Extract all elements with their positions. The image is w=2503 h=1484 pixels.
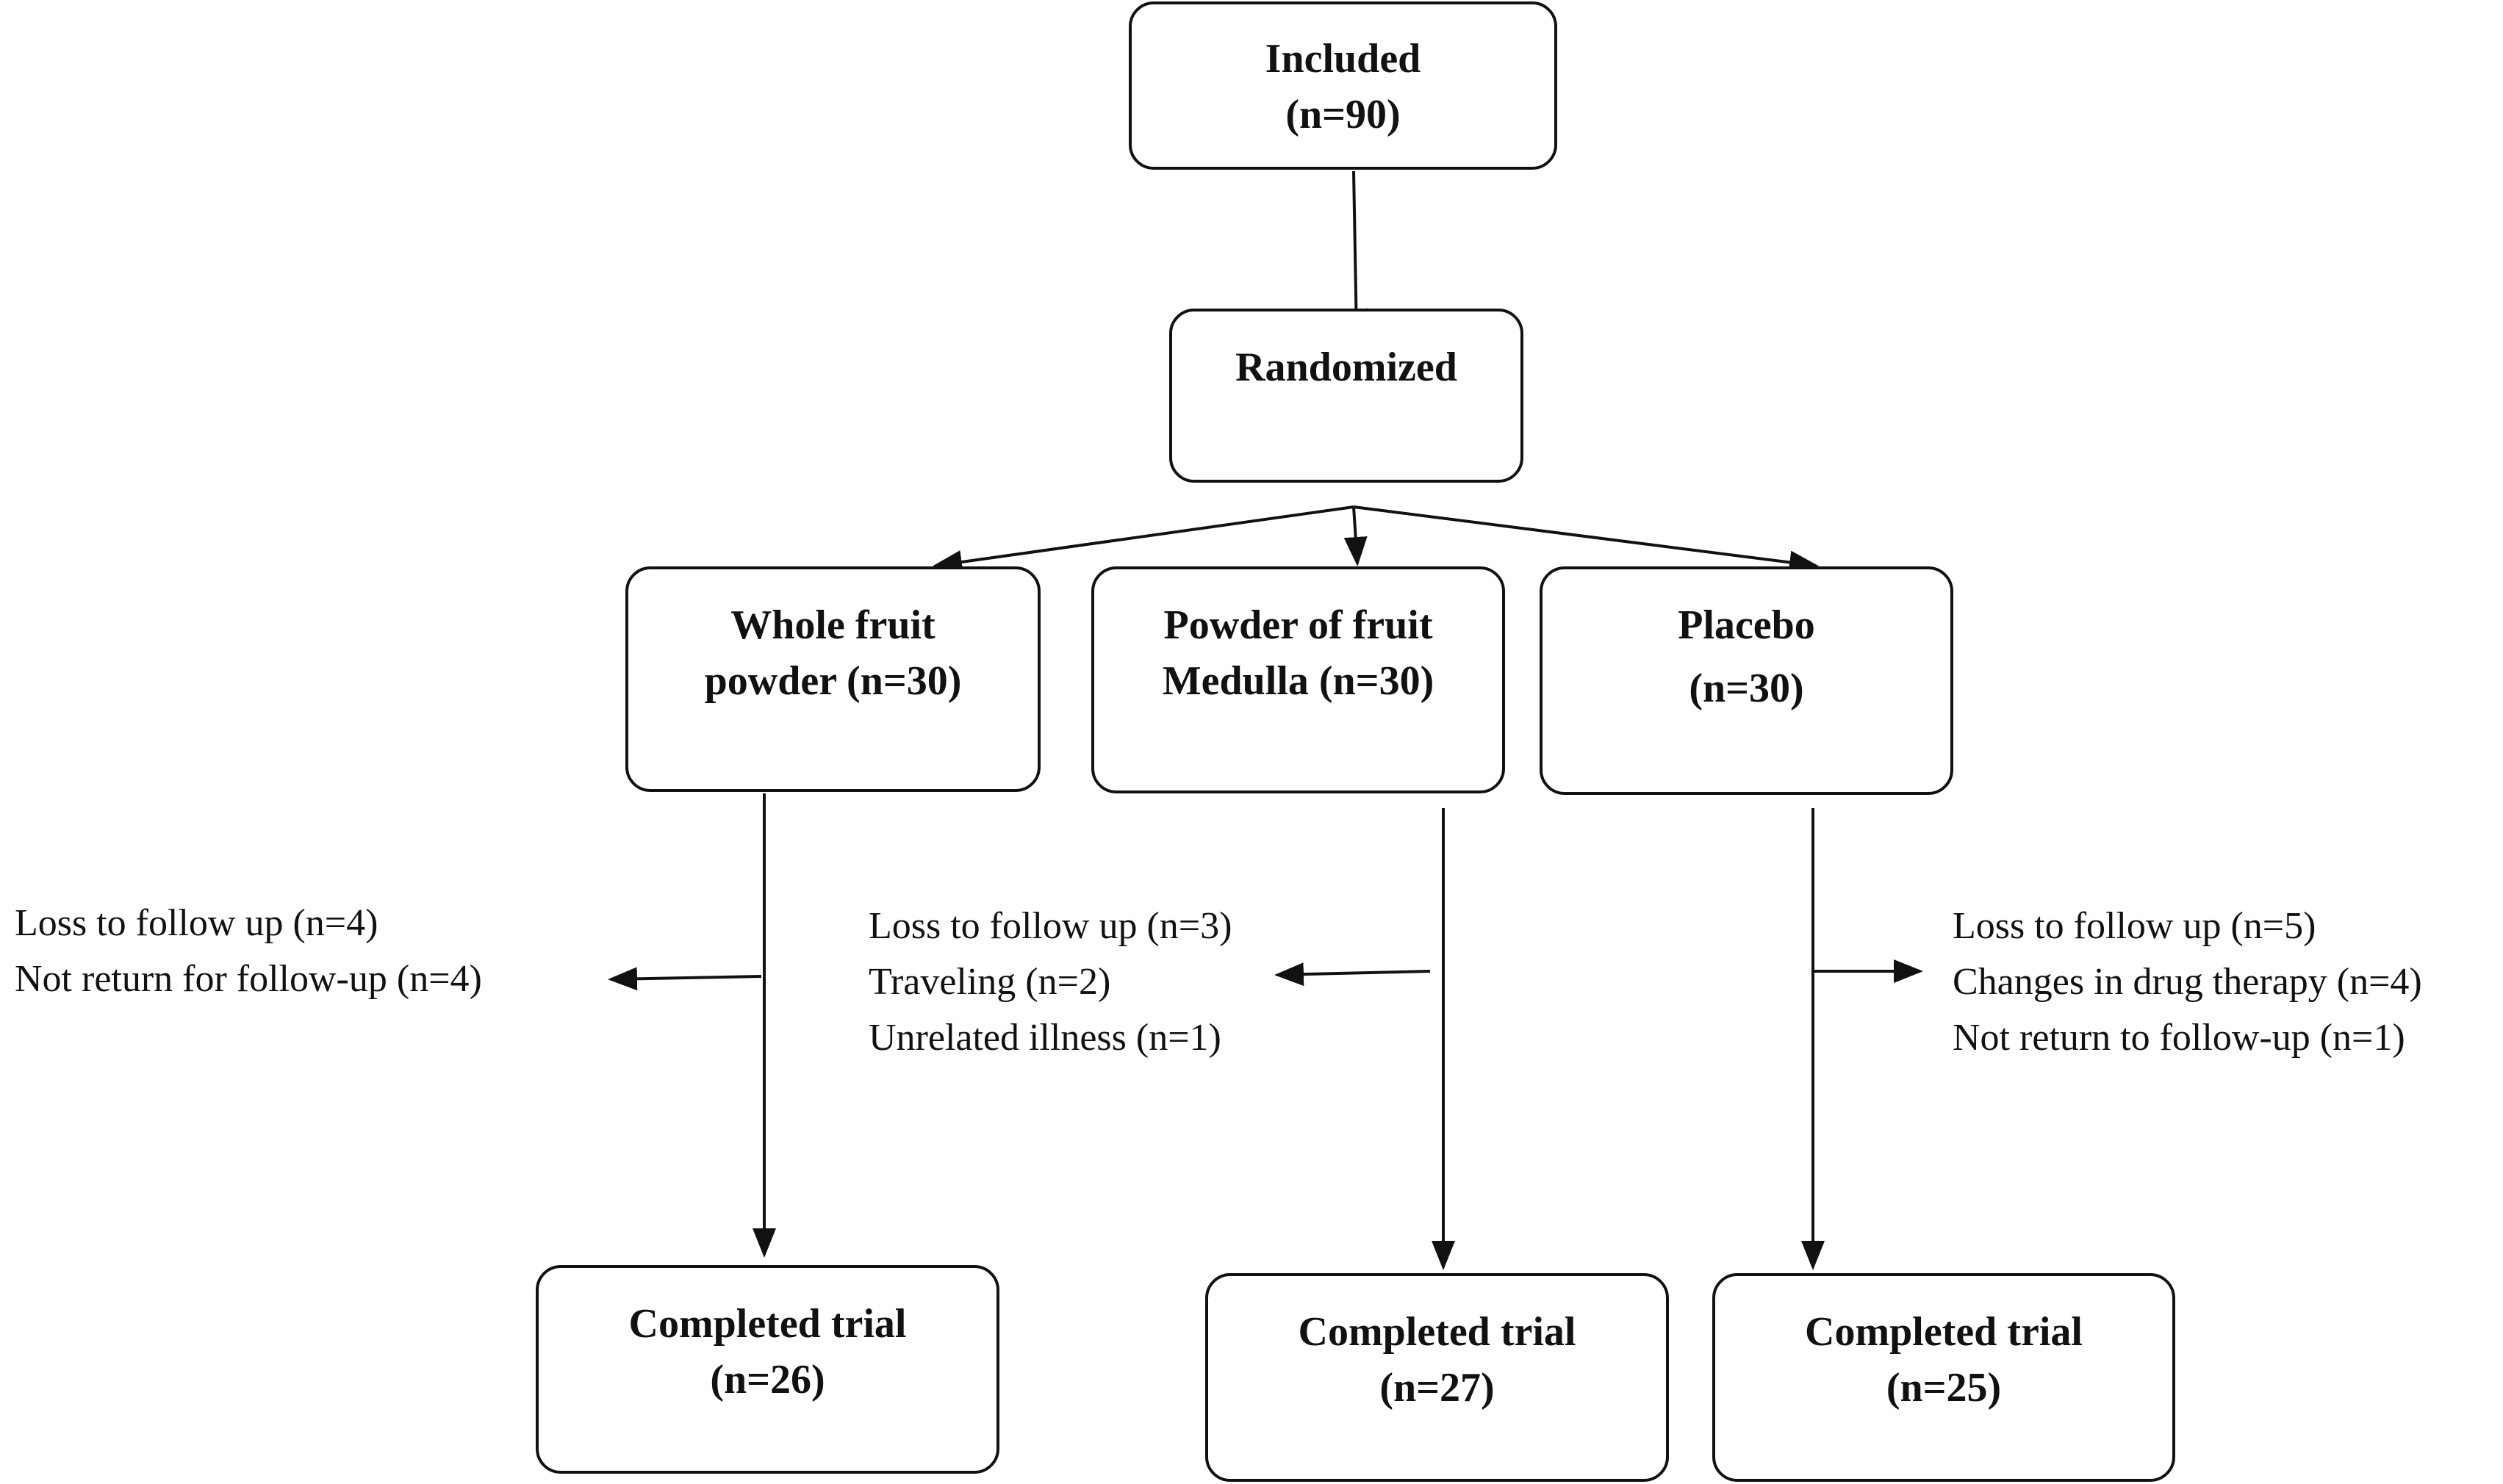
included-label: Included (1265, 36, 1421, 82)
medulla-label: Powder of fruit (1163, 602, 1433, 648)
medulla-powder-box: Powder of fruit Medulla (n=30) (1091, 566, 1505, 793)
placebo-dropout-reason: Loss to follow up (n=5) (1953, 905, 2316, 947)
randomized-label: Randomized (1235, 345, 1457, 390)
whole-fruit-dropout-reason: Not return for follow-up (n=4) (15, 958, 482, 1000)
completed-placebo-box: Completed trial (n=25) (1712, 1273, 2175, 1482)
completed-placebo-count: (n=25) (1886, 1365, 2002, 1411)
arrow-medulla-dropout (1274, 962, 1431, 987)
completed-placebo-label: Completed trial (1805, 1309, 2083, 1355)
completed-whole-fruit-box: Completed trial (n=26) (536, 1265, 999, 1474)
whole-fruit-powder-box: Whole fruit powder (n=30) (625, 566, 1041, 792)
placebo-dropout-reason: Changes in drug therapy (n=4) (1953, 961, 2422, 1003)
medulla-dropout-reason: Loss to follow up (n=3) (869, 905, 1232, 947)
completed-medulla-box: Completed trial (n=27) (1205, 1273, 1669, 1482)
placebo-box: Placebo (n=30) (1540, 566, 1953, 795)
completed-medulla-count: (n=27) (1379, 1365, 1495, 1411)
completed-medulla-label: Completed trial (1298, 1309, 1576, 1355)
medulla-count: Medulla (n=30) (1162, 658, 1434, 704)
arrow-whole-fruit-dropout (608, 967, 762, 991)
medulla-dropout-reason: Traveling (n=2) (869, 961, 1111, 1003)
medulla-dropout-list: Loss to follow up (n=3) Traveling (n=2) … (869, 898, 1232, 1066)
whole-fruit-dropout-list: Loss to follow up (n=4) Not return for f… (15, 896, 482, 1007)
arrow-randomized-to-medulla (1343, 506, 1368, 566)
whole-fruit-dropout-reason: Loss to follow up (n=4) (15, 902, 378, 944)
placebo-dropout-list: Loss to follow up (n=5) Changes in drug … (1953, 898, 2422, 1066)
arrow-randomized-to-placebo (1353, 505, 1819, 574)
included-box: Included (n=90) (1129, 1, 1557, 170)
whole-fruit-count: powder (n=30) (704, 658, 962, 704)
placebo-dropout-reason: Not return to follow-up (n=1) (1953, 1017, 2405, 1059)
arrow-included-to-randomized (1344, 170, 1368, 338)
whole-fruit-label: Whole fruit (730, 602, 936, 648)
arrow-randomized-to-whole-fruit (933, 505, 1354, 574)
placebo-label: Placebo (1678, 602, 1815, 648)
randomized-box: Randomized (1169, 309, 1523, 483)
included-count: (n=90) (1285, 92, 1401, 137)
placebo-count: (n=30) (1689, 666, 1804, 711)
completed-whole-label: Completed trial (628, 1301, 907, 1347)
completed-whole-count: (n=26) (710, 1357, 825, 1402)
medulla-dropout-reason: Unrelated illness (n=1) (869, 1017, 1221, 1059)
